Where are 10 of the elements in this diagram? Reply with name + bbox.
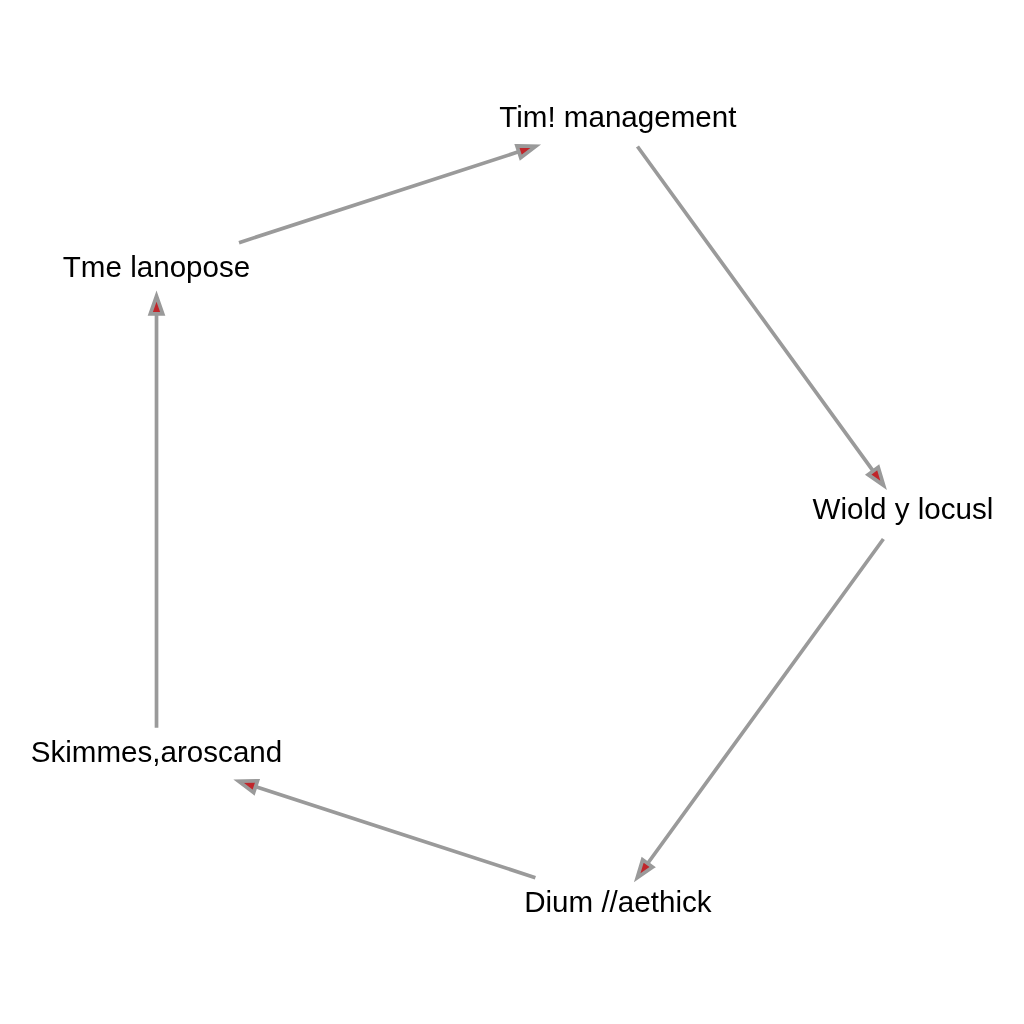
arrow (147, 290, 166, 728)
node-text: Dium //aethick (524, 884, 712, 918)
node-text: Wiold y locusl (812, 492, 994, 526)
arrow (238, 143, 542, 245)
arrow (233, 778, 536, 880)
node-text: Skimmes,aroscand (30, 734, 283, 768)
node-text: Tme lanopose (62, 249, 251, 283)
node-text: Tim! management (499, 99, 737, 133)
arrow (635, 145, 887, 490)
arrow (633, 537, 885, 883)
